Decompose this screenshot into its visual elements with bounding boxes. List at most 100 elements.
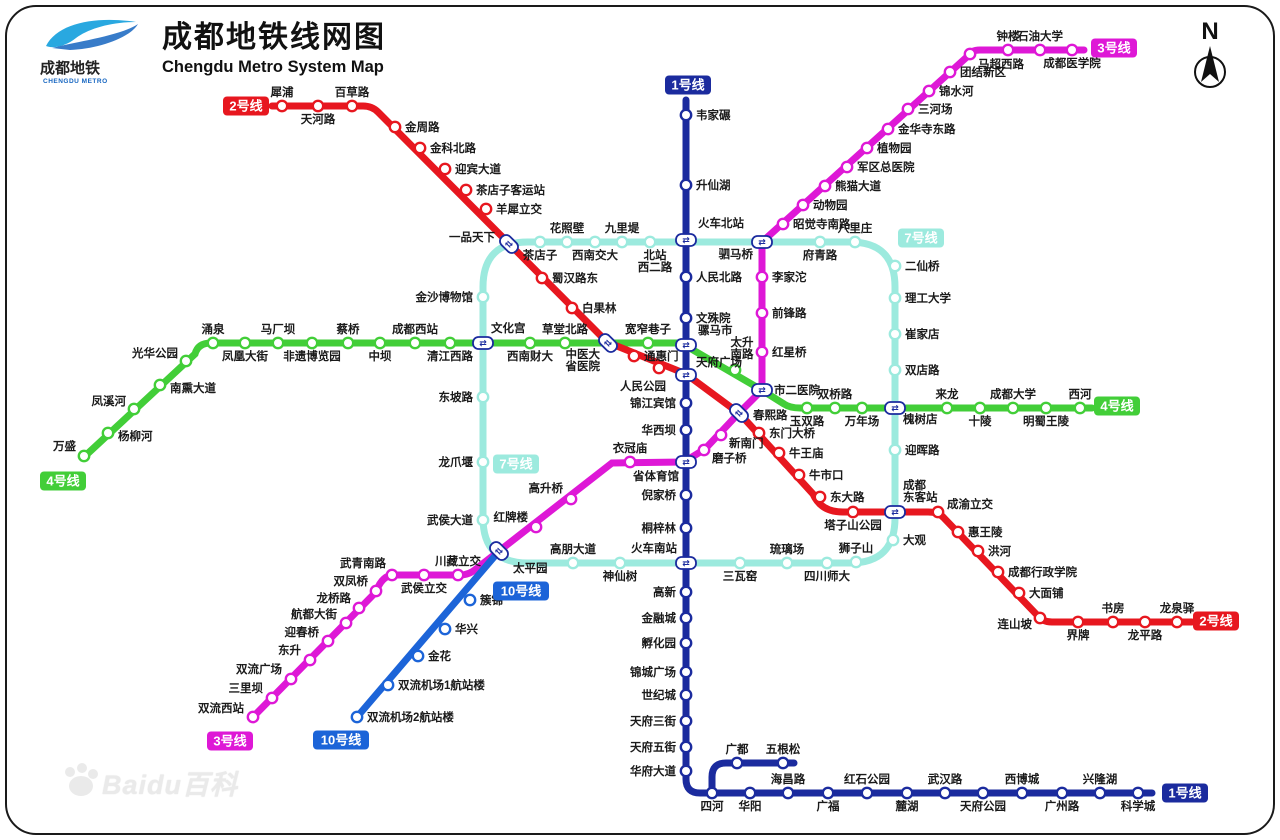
logo-text-en: CHENGDU METRO (43, 78, 108, 85)
station-label-成都东客站: 成都东客站 (903, 478, 938, 504)
station-label-四河: 四河 (701, 799, 724, 813)
station-龙泉驿 (1170, 615, 1184, 629)
station-蜀汉路东 (535, 271, 549, 285)
map-border (5, 5, 1275, 835)
station-金花 (411, 649, 425, 663)
station-界牌 (1071, 615, 1085, 629)
station-label-凤溪河: 凤溪河 (92, 394, 127, 408)
station-天府公园 (976, 786, 990, 800)
station-label-明蜀王陵: 明蜀王陵 (1023, 414, 1069, 428)
station-羊犀立交 (479, 202, 493, 216)
station-人民公园 (652, 361, 666, 375)
station-label-四川师大: 四川师大 (804, 569, 850, 583)
station-茶店子客运站 (459, 183, 473, 197)
metro-logo-swoosh-icon (46, 19, 138, 50)
station-label-武侯大道: 武侯大道 (427, 513, 473, 527)
station-四川师大 (820, 556, 834, 570)
station-双凤桥 (369, 584, 383, 598)
line-badge-2号线-0: 2号线 (223, 96, 269, 116)
station-十陵 (973, 401, 987, 415)
station-label-草堂北路: 草堂北路 (542, 322, 588, 336)
line-badge-7号线-1: 7号线 (493, 454, 539, 474)
station-label-通惠门: 通惠门 (644, 349, 679, 363)
interchange-marker-省体育馆: ⇄ (675, 455, 697, 469)
station-龙爪堰 (476, 455, 490, 469)
station-label-省体育馆: 省体育馆 (632, 469, 679, 483)
station-label-金科北路: 金科北路 (429, 141, 476, 155)
station-李家沱 (755, 270, 769, 284)
station-光华公园 (179, 354, 193, 368)
station-label-石油大学: 石油大学 (1016, 29, 1063, 43)
station-广福 (821, 786, 835, 800)
station-马厂坝 (271, 336, 285, 350)
station-label-金沙博物馆: 金沙博物馆 (415, 290, 474, 304)
station-label-龙平路: 龙平路 (1127, 628, 1163, 642)
station-label-升仙湖: 升仙湖 (696, 178, 731, 192)
station-label-理工大学: 理工大学 (905, 291, 951, 305)
station-兴隆湖 (1093, 786, 1107, 800)
station-崔家店 (888, 327, 902, 341)
station-label-孵化园: 孵化园 (642, 636, 677, 650)
station-人民北路 (679, 270, 693, 284)
station-label-广福: 广福 (817, 799, 840, 813)
station-高新 (679, 585, 693, 599)
line-badge-3号线-1: 3号线 (1091, 38, 1137, 58)
station-南熏大道 (153, 378, 167, 392)
svg-text:⇄: ⇄ (891, 507, 899, 517)
station-label-天府五街: 天府五街 (630, 740, 676, 754)
station-锦城广场 (679, 665, 693, 679)
station-label-火车南站: 火车南站 (631, 541, 677, 555)
station-成渝立交 (931, 505, 945, 519)
station-韦家碾 (679, 108, 693, 122)
station-label-连山坡: 连山坡 (998, 617, 1033, 631)
interchange-marker-槐树店: ⇄ (884, 401, 906, 415)
station-西南交大 (588, 235, 602, 249)
station-label-西南财大: 西南财大 (507, 349, 553, 363)
station-琉璃场 (780, 556, 794, 570)
station-来龙 (940, 401, 954, 415)
station-label-锦城广场: 锦城广场 (630, 665, 676, 679)
station-label-东坡路: 东坡路 (439, 390, 474, 404)
station-label-玉双路: 玉双路 (790, 414, 825, 428)
station-label-白果林: 白果林 (582, 301, 617, 315)
svg-text:⇄: ⇄ (682, 340, 690, 350)
station-三里坝 (265, 691, 279, 705)
station-大观 (886, 533, 900, 547)
station-label-麓湖: 麓湖 (895, 799, 919, 813)
station-label-世纪城: 世纪城 (642, 688, 677, 702)
station-label-金融城: 金融城 (641, 611, 677, 625)
station-label-成都西站: 成都西站 (392, 322, 438, 336)
station-龙桥路 (352, 601, 366, 615)
interchange-layer: ⇄⇄⇄⇄⇄⇄⇄⇄⇄⇄⇄⇄⇄⇄ (472, 233, 906, 570)
station-label-高新: 高新 (653, 585, 676, 599)
station-大面铺 (1012, 586, 1026, 600)
station-label-植物园: 植物园 (876, 141, 912, 155)
station-犀浦 (275, 99, 289, 113)
svg-text:⇄: ⇄ (891, 403, 899, 413)
svg-text:⇄: ⇄ (682, 235, 690, 245)
station-label-科学城: 科学城 (1121, 799, 1156, 813)
station-三河场 (901, 102, 915, 116)
station-label-大面铺: 大面铺 (1029, 586, 1064, 600)
station-植物园 (860, 141, 874, 155)
station-草堂北路 (558, 336, 572, 350)
station-label-中坝: 中坝 (369, 349, 392, 363)
station-label-红牌楼: 红牌楼 (494, 510, 529, 524)
page-title: 成都地铁线网图 (162, 21, 386, 54)
station-华兴 (438, 622, 452, 636)
station-府青路 (813, 235, 827, 249)
line-badge-label: 7号线 (904, 231, 937, 246)
station-label-中医大省医院: 中医大省医院 (565, 347, 601, 373)
station-label-三瓦窑: 三瓦窑 (723, 569, 758, 583)
station-东门大桥 (752, 426, 766, 440)
compass-north-label: N (1201, 18, 1219, 45)
station-label-成渝立交: 成渝立交 (947, 497, 993, 511)
station-label-人民北路: 人民北路 (696, 270, 742, 284)
station-label-人民公园: 人民公园 (620, 379, 666, 393)
line-badge-label: 1号线 (671, 78, 704, 93)
station-label-成都行政学院: 成都行政学院 (1008, 565, 1077, 579)
station-label-茶店子客运站: 茶店子客运站 (475, 183, 545, 197)
station-label-北站西二路: 北站西二路 (638, 248, 673, 274)
